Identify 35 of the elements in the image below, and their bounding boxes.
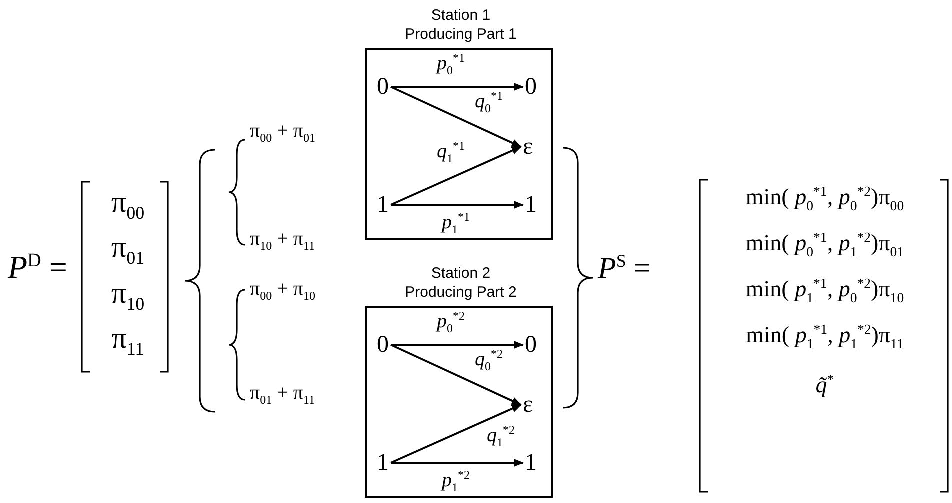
- state-label: ε: [523, 134, 534, 160]
- station-heading: Station 2 Producing Part 2: [404, 264, 518, 302]
- matrix-entry: q̃$^{*}$: [814, 372, 836, 398]
- state-label: 1: [525, 450, 537, 476]
- matrix-entry: min( p$_{1}$$^{*1}$, p$_{1}$$^{*2}$)π$_{11}$: [745, 322, 905, 352]
- state-label: 0: [525, 74, 537, 100]
- arrow: [391, 459, 524, 467]
- sum-label: π$_{01}$ + π$_{11}$: [250, 382, 316, 408]
- state-label: 0: [377, 74, 389, 100]
- sum-label: π$_{00}$ + π$_{10}$: [250, 278, 316, 304]
- sum-label: π$_{10}$ + π$_{11}$: [250, 228, 316, 254]
- state-label: 1: [377, 450, 389, 476]
- matrix-entry: min( p$_{1}$$^{*1}$, p$_{0}$$^{*2}$)π$_{10}$: [744, 276, 906, 306]
- equation-label: P$^{D}$ =: [8, 250, 68, 286]
- arrow: [391, 83, 524, 91]
- arrow: [390, 404, 522, 464]
- matrix-entry: π$_{11}$: [110, 322, 146, 360]
- sum-label: π$_{00}$ + π$_{01}$: [250, 120, 316, 146]
- matrix-entry: π$_{10}$: [110, 277, 146, 315]
- arrow: [390, 344, 522, 406]
- station-heading: Station 1 Producing Part 1: [404, 6, 518, 44]
- matrix-entry: π$_{00}$: [110, 186, 146, 224]
- matrix-entry: min( p$_{0}$$^{*1}$, p$_{1}$$^{*2}$)π$_{01}$: [744, 230, 906, 260]
- state-label: 0: [377, 332, 389, 358]
- arrow: [391, 201, 524, 209]
- matrix-entry: π$_{01}$: [110, 231, 146, 269]
- state-label: 1: [377, 192, 389, 218]
- arrow: [390, 86, 522, 148]
- arrow: [391, 341, 524, 349]
- state-label: 0: [525, 332, 537, 358]
- equation-label: P$^{S}$ =: [598, 252, 651, 285]
- state-label: ε: [523, 392, 534, 418]
- state-label: 1: [525, 192, 537, 218]
- matrix-entry: min( p$_{0}$$^{*1}$, p$_{0}$$^{*2}$)π$_{00}$: [744, 184, 906, 214]
- arrow: [390, 146, 522, 206]
